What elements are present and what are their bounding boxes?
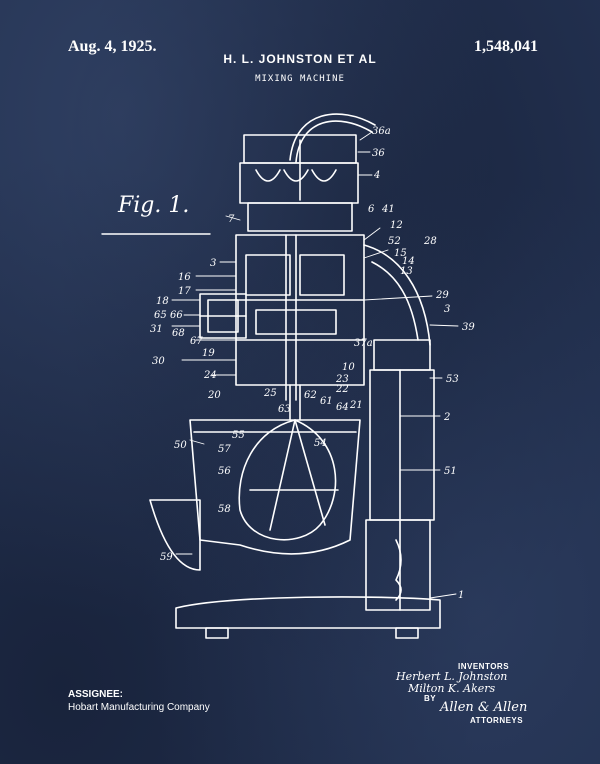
ref-numeral: 12 xyxy=(390,220,403,231)
ref-numeral: 36 xyxy=(372,148,385,159)
patent-number: 1,548,041 xyxy=(474,38,538,55)
motor-housing xyxy=(239,134,359,232)
ref-numeral: 13 xyxy=(400,266,413,277)
ref-numeral: 19 xyxy=(202,348,215,359)
side-shaft xyxy=(199,293,247,339)
power-cord xyxy=(289,113,376,161)
ref-numeral: 18 xyxy=(156,296,169,307)
ref-numeral: 29 xyxy=(435,290,449,301)
ref-numeral: 4 xyxy=(373,170,380,181)
ref-numeral: 51 xyxy=(444,466,457,477)
ref-numeral: 15 xyxy=(394,248,407,259)
ref-numeral: 22 xyxy=(335,384,349,395)
ref-numeral: 61 xyxy=(320,396,333,407)
assignee-label: ASSIGNEE: xyxy=(68,689,124,700)
ref-numeral: 17 xyxy=(178,286,191,297)
figure-label: Fig. 1. xyxy=(117,193,189,218)
leader-lines xyxy=(171,131,459,599)
inventor-signature: Milton K. Akers xyxy=(408,682,496,695)
ref-numeral: 10 xyxy=(342,362,355,373)
assignee-block: ASSIGNEE: Hobart Manufacturing Company xyxy=(68,688,210,714)
ref-numeral: 63 xyxy=(278,404,291,415)
ref-numeral: 62 xyxy=(304,390,317,401)
ref-numeral: 55 xyxy=(232,430,245,441)
patent-title: MIXING MACHINE xyxy=(255,74,345,84)
ref-numeral: 64 xyxy=(336,402,349,413)
ref-numeral: 57 xyxy=(218,444,231,455)
attorney-signature: Allen & Allen xyxy=(440,700,528,715)
attorneys-label: ATTORNEYS xyxy=(470,716,524,725)
ref-numeral: 30 xyxy=(152,356,165,367)
ref-numeral: 3 xyxy=(444,304,450,315)
patent-date: Aug. 4, 1925. xyxy=(68,38,157,55)
ref-numeral: 31 xyxy=(150,324,163,335)
assignee-name: Hobart Manufacturing Company xyxy=(68,702,210,713)
ref-numeral: 36a xyxy=(372,126,391,137)
inventor-heading: H. L. JOHNSTON ET AL xyxy=(223,52,377,66)
ref-numeral: 59 xyxy=(160,552,173,563)
ref-numeral: 66 xyxy=(170,310,183,321)
beater xyxy=(238,419,339,541)
reference-numerals: 36a 36 4 6 41 12 7 52 28 15 14 13 16 3 1… xyxy=(150,126,475,601)
mixer-column xyxy=(363,244,435,611)
ref-numeral: 25 xyxy=(263,388,277,399)
mixing-bowl xyxy=(189,419,361,555)
ref-numeral: 41 xyxy=(381,204,395,215)
ref-numeral: 53 xyxy=(446,374,459,385)
ref-numeral: 65 xyxy=(154,310,167,321)
ref-numeral: 67 xyxy=(190,336,203,347)
ref-numeral: 23 xyxy=(335,374,349,385)
mixer-base xyxy=(175,596,441,639)
ref-numeral: 28 xyxy=(423,236,437,247)
bowl-support xyxy=(149,499,201,571)
ref-numeral: 3 xyxy=(210,258,216,269)
ref-numeral: 2 xyxy=(443,412,450,423)
ref-numeral: 1 xyxy=(458,590,464,601)
ref-numeral: 52 xyxy=(388,236,401,247)
ref-numeral: 56 xyxy=(218,466,231,477)
ref-numeral: 50 xyxy=(174,440,187,451)
inventor-signature: Herbert L. Johnston xyxy=(396,670,508,683)
ref-numeral: 21 xyxy=(349,400,363,411)
ref-numeral: 24 xyxy=(203,370,217,381)
inventors-label: INVENTORS xyxy=(458,662,510,671)
ref-numeral: 6 xyxy=(368,204,375,215)
ref-numeral: 16 xyxy=(178,272,191,283)
ref-numeral: 54 xyxy=(314,438,327,449)
ref-numeral: 58 xyxy=(218,504,231,515)
by-label: BY xyxy=(424,694,437,703)
ref-numeral: 7 xyxy=(228,214,235,225)
ref-numeral: 14 xyxy=(402,256,415,267)
ref-numeral: 37a xyxy=(354,338,373,349)
ref-numeral: 39 xyxy=(462,322,475,333)
ref-numeral: 20 xyxy=(207,390,221,401)
ref-numeral: 68 xyxy=(172,328,185,339)
